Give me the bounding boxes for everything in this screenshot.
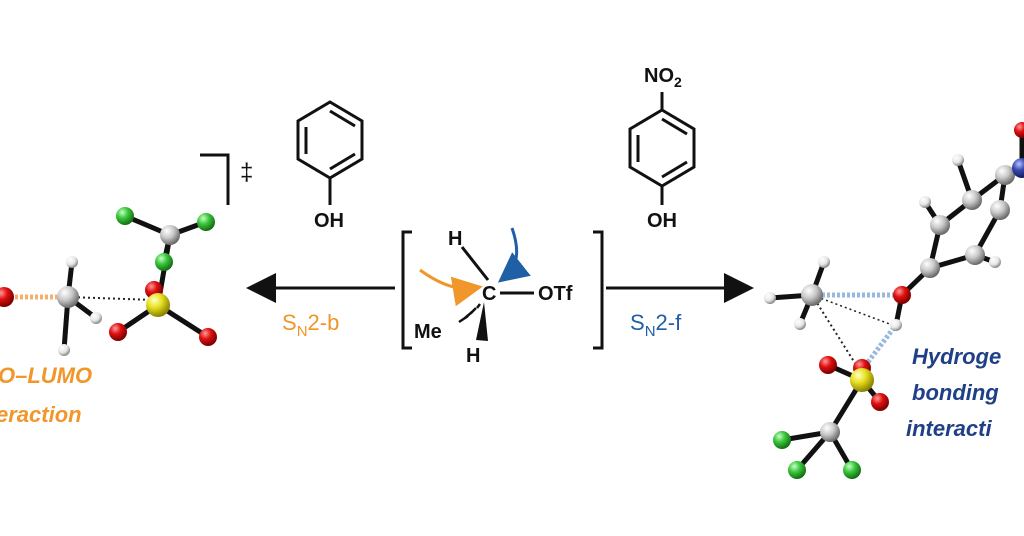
carbon-atom: [160, 225, 180, 245]
left-annotation-line1: O–LUMO: [0, 363, 92, 388]
oxygen-atom: [893, 286, 911, 304]
blue-attack-arrow: [497, 227, 531, 283]
fluorine-atom: [843, 461, 861, 479]
hydrogen-atom: [919, 196, 931, 208]
fluorine-atom: [116, 207, 134, 225]
phenol-structure: [296, 100, 364, 205]
center-h-bottom: H: [466, 345, 480, 367]
carbon-atom: [965, 245, 985, 265]
carbon-atom: [920, 258, 940, 278]
double-dagger: ‡: [240, 159, 253, 186]
hydrogen-atom: [890, 319, 902, 331]
hydrogen-atom: [66, 256, 78, 268]
carbon-atom: [995, 165, 1015, 185]
center-h-top: H: [448, 228, 462, 250]
fluorine-atom: [773, 431, 791, 449]
methyl-triflate-structure: [419, 227, 534, 341]
sulfur-atom: [850, 368, 874, 392]
left-ts-model: [0, 207, 217, 356]
carbon-atom: [820, 422, 840, 442]
fluorine-atom: [197, 213, 215, 231]
nitrophenol-structure: [628, 92, 696, 205]
nitrogen-atom: [1012, 158, 1024, 178]
carbon-atom: [990, 200, 1010, 220]
oxygen-atom: [109, 323, 127, 341]
fluorine-atom: [788, 461, 806, 479]
right-path-label: SN2-f: [630, 310, 682, 340]
left-path-label: SN2-b: [282, 310, 339, 340]
right-annotation-line1: Hydroge: [912, 344, 1001, 369]
hydrogen-atom: [764, 292, 776, 304]
nitrophenol-oh-label: OH: [647, 210, 677, 232]
carbon-atom: [930, 215, 950, 235]
carbon-atom: [962, 190, 982, 210]
right-annotation-line2: bonding: [912, 380, 999, 405]
oxygen-atom: [1014, 122, 1024, 138]
center-brackets: [401, 230, 604, 350]
phenol-oh-label: OH: [314, 210, 344, 232]
center-carbon: C: [482, 283, 496, 305]
carbon-atom: [801, 284, 823, 306]
nitro-label: NO2: [644, 65, 682, 90]
right-ts-model: [764, 122, 1024, 479]
carbon-atom: [57, 286, 79, 308]
center-me: Me: [414, 321, 442, 343]
ts-bracket: [200, 153, 230, 205]
oxygen-atom: [199, 328, 217, 346]
left-annotation-line2: eraction: [0, 402, 82, 427]
right-annotation-line3: interacti: [906, 416, 992, 441]
hydrogen-atom: [90, 312, 102, 324]
hydrogen-atom: [794, 318, 806, 330]
center-otf: OTf: [538, 283, 573, 305]
oxygen-atom: [0, 287, 14, 307]
hydrogen-atom: [58, 344, 70, 356]
hydrogen-atom: [989, 256, 1001, 268]
fluorine-atom: [155, 253, 173, 271]
oxygen-atom: [871, 393, 889, 411]
sulfur-atom: [146, 293, 170, 317]
orange-attack-arrow: [419, 268, 483, 307]
hydrogen-atom: [952, 154, 964, 166]
hydrogen-atom: [818, 256, 830, 268]
oxygen-atom: [819, 356, 837, 374]
